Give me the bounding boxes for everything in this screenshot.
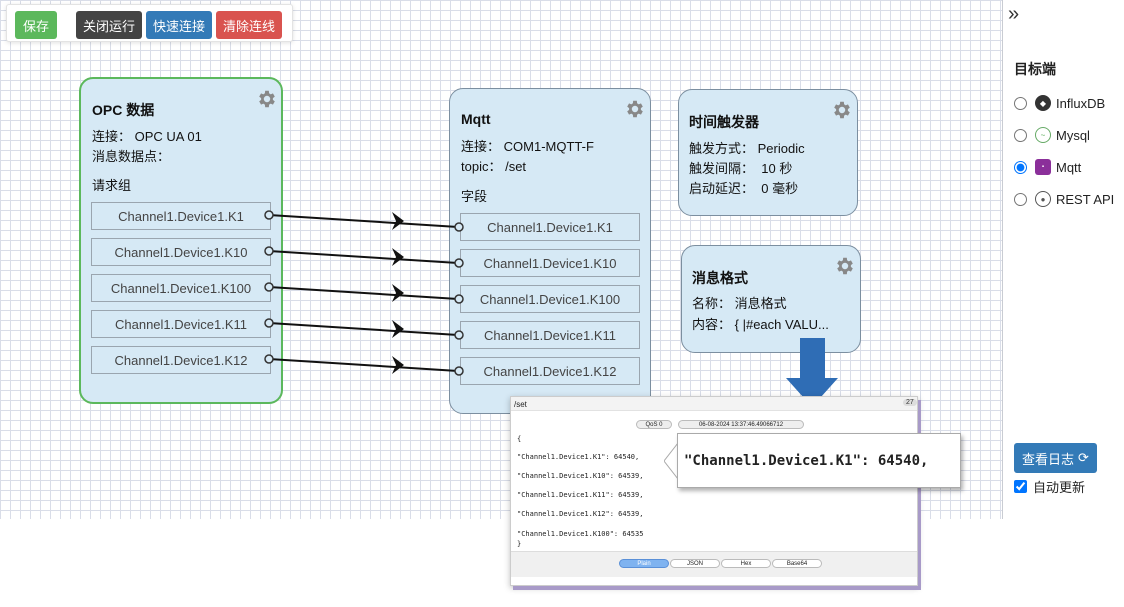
start-delay-row: 启动延迟： 0 毫秒 <box>689 178 798 197</box>
opc-field[interactable]: Channel1.Device1.K11 <box>91 310 271 338</box>
opc-field[interactable]: Channel1.Device1.K10 <box>91 238 271 266</box>
trigger-mode-value: Periodic <box>757 141 805 156</box>
qos-badge: QoS 0 <box>636 420 672 429</box>
rest-api-icon: ● <box>1035 191 1051 207</box>
json-line: "Channel1.Device1.K1": 64540, <box>517 453 640 461</box>
influxdb-icon: ◆ <box>1035 95 1051 111</box>
connection-value: OPC UA 01 <box>134 129 202 144</box>
auto-refresh-checkbox-row[interactable]: 自动更新 <box>1014 477 1085 496</box>
connection-label: 连接： <box>92 129 132 144</box>
target-option-rest-api[interactable]: ● REST API <box>1014 189 1114 209</box>
message-count-badge: 27 <box>903 399 917 406</box>
format-name-value: 消息格式 <box>734 296 787 311</box>
option-label: Mysql <box>1056 127 1090 143</box>
connection-label: 连接： <box>461 139 501 154</box>
format-base64-tab[interactable]: Base64 <box>772 559 822 568</box>
toolbar: 保存 关闭运行 快速连接 清除连线 <box>6 4 293 42</box>
json-line: } <box>517 540 522 548</box>
auto-refresh-label: 自动更新 <box>1033 480 1086 495</box>
fields-label: 字段 <box>461 189 488 204</box>
start-delay-value: 0 毫秒 <box>761 181 799 196</box>
json-line: "Channel1.Device1.K100": 64535 <box>517 530 644 538</box>
stop-run-button[interactable]: 关闭运行 <box>76 11 142 39</box>
trigger-mode-row: 触发方式： Periodic <box>689 138 805 157</box>
mqtt-connection-row: 连接： COM1-MQTT-F <box>461 136 594 155</box>
view-log-label: 查看日志 <box>1022 451 1075 467</box>
message-format-card[interactable]: 消息格式 名称： 消息格式 内容： { |#each VALU... <box>681 245 861 353</box>
option-label: Mqtt <box>1056 159 1082 175</box>
right-sidebar: » 目标端 ◆ InfluxDB ~ Mysql ▪ Mqtt ● REST A… <box>1004 0 1124 519</box>
popup-header <box>511 397 917 411</box>
mqtt-field[interactable]: Channel1.Device1.K100 <box>460 285 640 313</box>
json-line: "Channel1.Device1.K12": 64539, <box>517 510 644 518</box>
format-plain-tab[interactable]: Plain <box>619 559 669 568</box>
value-callout: "Channel1.Device1.K1": 64540, <box>677 433 961 488</box>
mysql-icon: ~ <box>1035 127 1051 143</box>
mqtt-radio[interactable] <box>1014 160 1027 174</box>
data-points-label: 消息数据点： <box>92 149 171 164</box>
mqtt-card-title: Mqtt <box>461 111 491 127</box>
json-line: "Channel1.Device1.K11": 64539, <box>517 491 644 499</box>
opc-field[interactable]: Channel1.Device1.K12 <box>91 346 271 374</box>
trigger-mode-label: 触发方式： <box>689 141 755 156</box>
option-label: InfluxDB <box>1056 95 1106 111</box>
format-card-title: 消息格式 <box>692 270 748 286</box>
time-trigger-card[interactable]: 时间触发器 触发方式： Periodic 触发间隔： 10 秒 启动延迟： 0 … <box>678 89 858 216</box>
opc-field[interactable]: Channel1.Device1.K1 <box>91 202 271 230</box>
gear-icon[interactable] <box>624 98 646 120</box>
option-label: REST API <box>1056 191 1115 207</box>
json-line: { <box>517 435 522 443</box>
trigger-interval-row: 触发间隔： 10 秒 <box>689 158 792 177</box>
request-group-label: 请求组 <box>92 178 132 193</box>
popup-topic: /set <box>514 400 527 409</box>
trigger-interval-value: 10 秒 <box>761 161 793 176</box>
opc-connection-row: 连接： OPC UA 01 <box>92 126 202 145</box>
start-delay-label: 启动延迟： <box>689 181 755 196</box>
opc-card-title: OPC 数据 <box>92 102 155 118</box>
mqtt-field[interactable]: Channel1.Device1.K10 <box>460 249 640 277</box>
timestamp-badge: 06-08-2024 13:37:46.49066712 <box>678 420 804 429</box>
auto-refresh-checkbox[interactable] <box>1014 480 1027 493</box>
format-json-tab[interactable]: JSON <box>670 559 720 568</box>
callout-text: "Channel1.Device1.K1": 64540, <box>684 452 929 469</box>
connection-value: COM1-MQTT-F <box>503 139 594 154</box>
target-section-title: 目标端 <box>1014 61 1056 77</box>
mysql-radio[interactable] <box>1014 128 1027 142</box>
mqtt-topic-row: topic： /set <box>461 156 526 175</box>
topic-label: topic： <box>461 159 502 174</box>
gear-icon[interactable] <box>256 88 278 110</box>
target-option-mqtt[interactable]: ▪ Mqtt <box>1014 157 1081 177</box>
mqtt-icon: ▪ <box>1035 159 1051 175</box>
view-log-button[interactable]: 查看日志 ⟳ <box>1014 443 1097 473</box>
format-content-row: 内容： { |#each VALU... <box>692 314 829 333</box>
quick-connect-button[interactable]: 快速连接 <box>146 11 212 39</box>
gear-icon[interactable] <box>831 99 853 121</box>
mqtt-field[interactable]: Channel1.Device1.K11 <box>460 321 640 349</box>
format-content-value: { |#each VALU... <box>734 317 829 332</box>
save-button[interactable]: 保存 <box>15 11 57 39</box>
topic-value: /set <box>505 159 527 174</box>
format-hex-tab[interactable]: Hex <box>721 559 771 568</box>
rest-api-radio[interactable] <box>1014 192 1027 206</box>
collapse-icon[interactable]: » <box>1008 3 1020 25</box>
clear-wires-button[interactable]: 清除连线 <box>216 11 282 39</box>
mqtt-message-viewer: /set 27 QoS 0 06-08-2024 13:37:46.490667… <box>510 396 918 586</box>
format-content-label: 内容： <box>692 317 732 332</box>
mqtt-field[interactable]: Channel1.Device1.K1 <box>460 213 640 241</box>
format-name-label: 名称： <box>692 296 732 311</box>
trigger-interval-label: 触发间隔： <box>689 161 755 176</box>
format-name-row: 名称： 消息格式 <box>692 293 787 312</box>
mqtt-field[interactable]: Channel1.Device1.K12 <box>460 357 640 385</box>
gear-icon[interactable] <box>834 255 856 277</box>
influxdb-radio[interactable] <box>1014 96 1027 110</box>
target-option-influxdb[interactable]: ◆ InfluxDB <box>1014 93 1105 113</box>
opc-field[interactable]: Channel1.Device1.K100 <box>91 274 271 302</box>
trigger-card-title: 时间触发器 <box>689 114 759 130</box>
json-line: "Channel1.Device1.K10": 64539, <box>517 472 644 480</box>
refresh-icon: ⟳ <box>1078 450 1089 465</box>
target-option-mysql[interactable]: ~ Mysql <box>1014 125 1090 145</box>
